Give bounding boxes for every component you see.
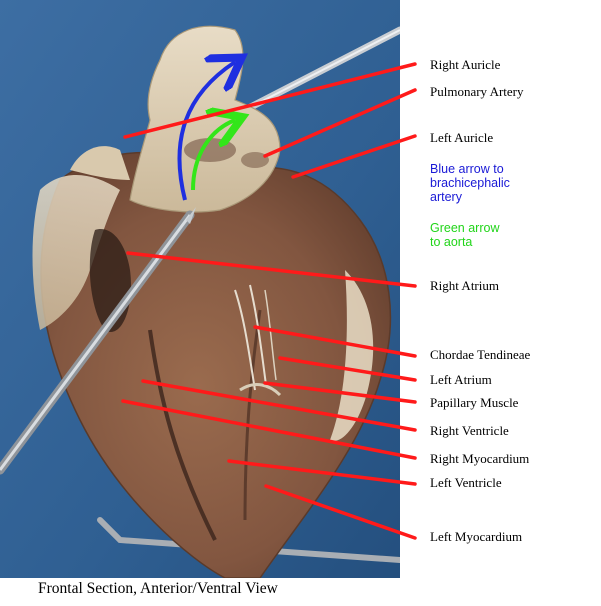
- label-right-auricle: Right Auricle: [430, 57, 501, 72]
- label-left-atrium: Left Atrium: [430, 372, 492, 387]
- leader-left-ventricle: [227, 459, 417, 486]
- label-right-myocardium: Right Myocardium: [430, 451, 530, 466]
- leader-right-ventricle: [141, 379, 417, 432]
- leader-left-myocardium: [264, 484, 417, 540]
- green-arrow: [191, 120, 235, 191]
- note-blue-arrow: Blue arrow to brachicephalic artery: [430, 162, 510, 204]
- leader-left-auricle: [291, 134, 417, 179]
- label-right-atrium: Right Atrium: [430, 278, 499, 293]
- leader-papillary-muscle: [263, 381, 417, 404]
- leader-left-atrium: [278, 356, 417, 382]
- label-left-myocardium: Left Myocardium: [430, 529, 523, 544]
- label-pulmonary-artery: Pulmonary Artery: [430, 84, 524, 99]
- leader-chordae-tendineae: [253, 325, 417, 358]
- label-left-ventricle: Left Ventricle: [430, 475, 502, 490]
- leader-pulmonary-artery: [263, 88, 417, 158]
- leader-right-auricle: [123, 62, 417, 139]
- label-left-auricle: Left Auricle: [430, 130, 494, 145]
- note-green-arrow: Green arrow to aorta: [430, 221, 500, 249]
- label-chordae-tendineae: Chordae Tendineae: [430, 347, 531, 362]
- leader-right-myocardium: [121, 399, 417, 460]
- blue-arrow: [177, 62, 235, 201]
- figure-caption: Frontal Section, Anterior/Ventral View: [38, 580, 278, 597]
- label-right-ventricle: Right Ventricle: [430, 423, 509, 438]
- label-papillary-muscle: Papillary Muscle: [430, 395, 519, 410]
- leader-right-atrium: [126, 251, 417, 288]
